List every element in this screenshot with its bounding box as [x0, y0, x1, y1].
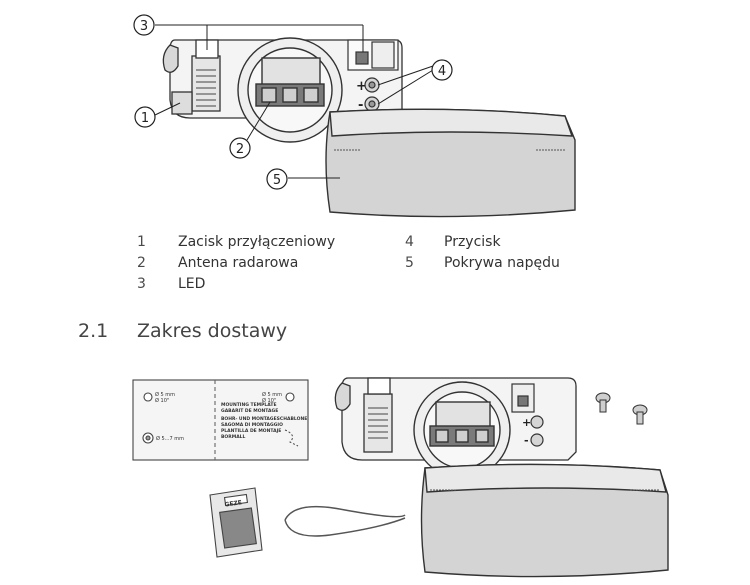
- push-buttons: [364, 77, 380, 112]
- callout-5-label: 5: [273, 173, 281, 188]
- callout-1: [134, 106, 156, 128]
- mounting-template-card: [132, 379, 309, 461]
- callout-4-label: 4: [438, 64, 446, 79]
- callout-2: [229, 137, 251, 159]
- template-text-line: GABARIT DE MONTAGE: [221, 408, 278, 414]
- callout-2-label: 2: [236, 142, 244, 157]
- legend-label-3: LED: [178, 276, 206, 292]
- section-number: 2.1: [78, 320, 109, 342]
- drive-unit-illustration: 3 4 1 2 5 + -: [133, 14, 576, 218]
- callout-5: [266, 168, 288, 190]
- leader-lines: [154, 24, 434, 179]
- screws: [595, 392, 648, 425]
- svg-text:Ø 10": Ø 10": [262, 397, 276, 404]
- callout-3: [133, 14, 155, 36]
- template-hole-label-bottom: Ø 5...7 mm: [156, 435, 184, 442]
- booklet-brand: GEZE: [224, 499, 242, 508]
- radar-housing: [237, 37, 343, 143]
- section-title: Zakres dostawy: [137, 320, 288, 342]
- right-terminal: [347, 39, 399, 71]
- template-text-lines: MOUNTING TEMPLATE GABARIT DE MONTAGE BOH…: [221, 402, 307, 440]
- minus-mark: -: [358, 98, 363, 113]
- template-text-line: PLANTILLA DE MONTAJE: [221, 428, 281, 434]
- terminal-ribs: [196, 69, 216, 107]
- callout-4: [431, 59, 453, 81]
- svg-text:Ø 10": Ø 10": [155, 397, 169, 404]
- template-text-line: BOHR- UND MONTAGESCHABLONE: [221, 416, 307, 422]
- instruction-booklet: [209, 487, 263, 558]
- legend-num-5: 5: [405, 255, 414, 271]
- template-text-line: BORMALL: [221, 434, 246, 440]
- svg-text:+: +: [522, 416, 531, 429]
- template-text-line: SAGOMA DI MONTAGGIO: [221, 422, 283, 428]
- legend-num-4: 4: [405, 234, 414, 250]
- legend-label-2: Antena radarowa: [178, 255, 299, 271]
- connection-cable: [284, 505, 406, 537]
- callout-3-label: 3: [140, 19, 148, 34]
- template-text-line: MOUNTING TEMPLATE: [221, 402, 277, 408]
- delivery-scope-illustration: Ø 5 mm Ø 10" Ø 5 mm Ø 10" Ø 5...7 mm MOU…: [132, 377, 669, 578]
- callout-1-label: 1: [141, 111, 149, 126]
- legend-label-4: Przycisk: [444, 234, 501, 250]
- drive-cover: [325, 108, 576, 218]
- svg-text:-: -: [524, 434, 529, 447]
- template-hole-label-right: Ø 5 mm: [262, 391, 282, 398]
- legend-num-2: 2: [137, 255, 146, 271]
- legend-label-1: Zacisk przyłączeniowy: [178, 234, 336, 250]
- template-hole-label-left: Ø 5 mm: [155, 391, 175, 398]
- legend-label-5: Pokrywa napędu: [444, 255, 560, 271]
- legend-num-1: 1: [137, 234, 146, 250]
- delivery-drive-cover: [420, 463, 669, 578]
- plus-mark: +: [356, 79, 367, 94]
- legend-num-3: 3: [137, 276, 146, 292]
- delivery-radar-housing: [413, 381, 511, 479]
